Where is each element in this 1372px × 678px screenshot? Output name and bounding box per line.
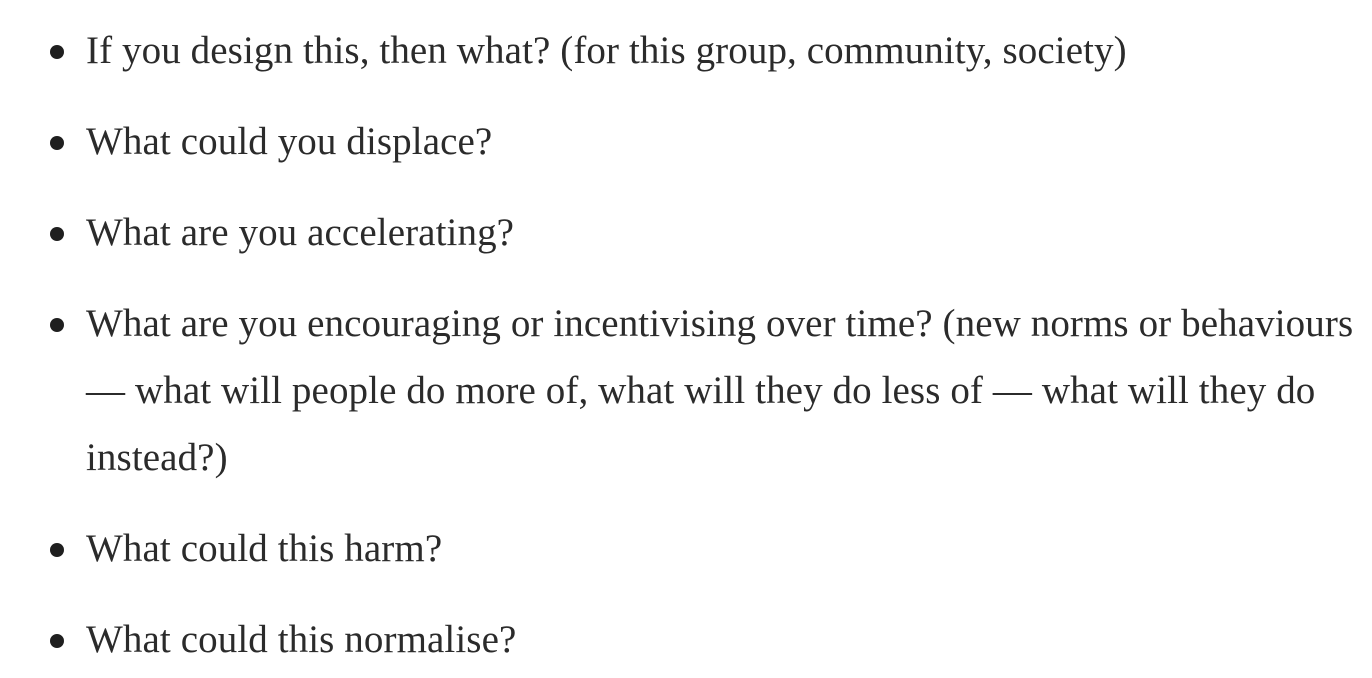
list-item-text: If you design this, then what? (for this… — [86, 29, 1127, 72]
bullet-icon — [50, 136, 64, 150]
list-item: If you design this, then what? (for this… — [0, 17, 1372, 84]
bullet-icon — [50, 634, 64, 648]
list-item: What are you encouraging or incentivisin… — [0, 290, 1372, 491]
bullet-icon — [50, 227, 64, 241]
list-item-text: What are you accelerating? — [86, 211, 515, 254]
list-item-text: What could you displace? — [86, 120, 493, 163]
list-item: What could you displace? — [0, 108, 1372, 175]
list-item-text: What could this normalise? — [86, 618, 517, 661]
list-item: What are you accelerating? — [0, 199, 1372, 266]
list-item: What could this normalise? — [0, 606, 1372, 673]
bullet-icon — [50, 543, 64, 557]
list-item-text: What could this harm? — [86, 527, 443, 570]
bullet-icon — [50, 318, 64, 332]
list-item-text: What are you encouraging or incentivisin… — [86, 302, 1354, 479]
question-list: If you design this, then what? (for this… — [0, 17, 1372, 673]
bullet-icon — [50, 45, 64, 59]
list-item: What could this harm? — [0, 515, 1372, 582]
